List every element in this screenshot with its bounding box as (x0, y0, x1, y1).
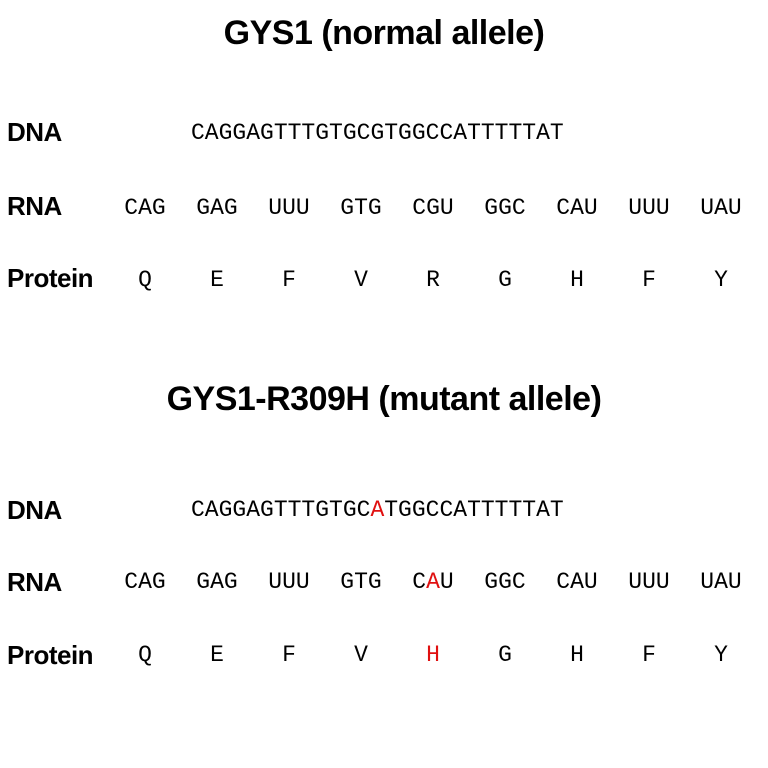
mutant-dna-sequence: CAGGAGTTTGTGCATGGCCATTTTTAT (191, 497, 564, 523)
dna-suffix: TGGCCATTTTTAT (384, 497, 564, 523)
codon: GTG (340, 569, 382, 595)
amino-acid: F (642, 267, 656, 293)
mutant-codon: CAU (403, 569, 463, 595)
amino-acid: F (642, 642, 656, 668)
normal-protein-label: Protein (7, 263, 94, 293)
normal-allele-title: GYS1 (normal allele) (223, 14, 545, 52)
amino-acid: V (354, 642, 368, 668)
amino-acid: Q (138, 642, 152, 668)
amino-acid: V (354, 267, 368, 293)
amino-acid: G (498, 642, 512, 668)
amino-acid: F (282, 267, 296, 293)
codon: GGC (484, 195, 526, 221)
codon: CGU (412, 195, 454, 221)
codon: CAU (556, 195, 598, 221)
dna-prefix: CAGGAGTTTGTGC (191, 497, 371, 523)
mutant-allele-title: GYS1-R309H (mutant allele) (166, 380, 602, 418)
normal-dna-sequence: CAGGAGTTTGTGCGTGGCCATTTTTAT (191, 120, 564, 146)
amino-acid: E (210, 267, 224, 293)
mutant-rna-label: RNA (7, 567, 62, 597)
codon: UUU (268, 195, 310, 221)
mutant-dna-label: DNA (7, 495, 62, 525)
codon: CAG (124, 569, 166, 595)
amino-acid: R (426, 267, 440, 293)
amino-acid: Q (138, 267, 152, 293)
codon: UUU (628, 195, 670, 221)
amino-acid: F (282, 642, 296, 668)
amino-acid: Y (714, 642, 728, 668)
codon: GAG (196, 195, 238, 221)
dna-prefix: CAGGAGTTTGTGC (191, 120, 371, 146)
codon: UAU (700, 569, 742, 595)
normal-dna-label: DNA (7, 117, 62, 147)
codon: CAU (556, 569, 598, 595)
codon-pre: C (412, 569, 427, 595)
amino-acid: H (570, 267, 584, 293)
amino-acid: G (498, 267, 512, 293)
amino-acid: H (570, 642, 584, 668)
codon: UAU (700, 195, 742, 221)
normal-rna-label: RNA (7, 191, 62, 221)
codon: GGC (484, 569, 526, 595)
codon: UUU (628, 569, 670, 595)
dna-mutant-base: A (370, 497, 385, 523)
codon: CAG (124, 195, 166, 221)
codon: UUU (268, 569, 310, 595)
dna-suffix: TGGCCATTTTTAT (384, 120, 564, 146)
codon: GAG (196, 569, 238, 595)
amino-acid: E (210, 642, 224, 668)
codon-post: U (439, 569, 454, 595)
amino-acid: Y (714, 267, 728, 293)
dna-wildtype-base: G (370, 120, 385, 146)
mutant-amino-acid: H (426, 642, 440, 668)
codon-mutant-base: A (426, 569, 440, 595)
mutant-protein-label: Protein (7, 640, 94, 670)
codon: GTG (340, 195, 382, 221)
